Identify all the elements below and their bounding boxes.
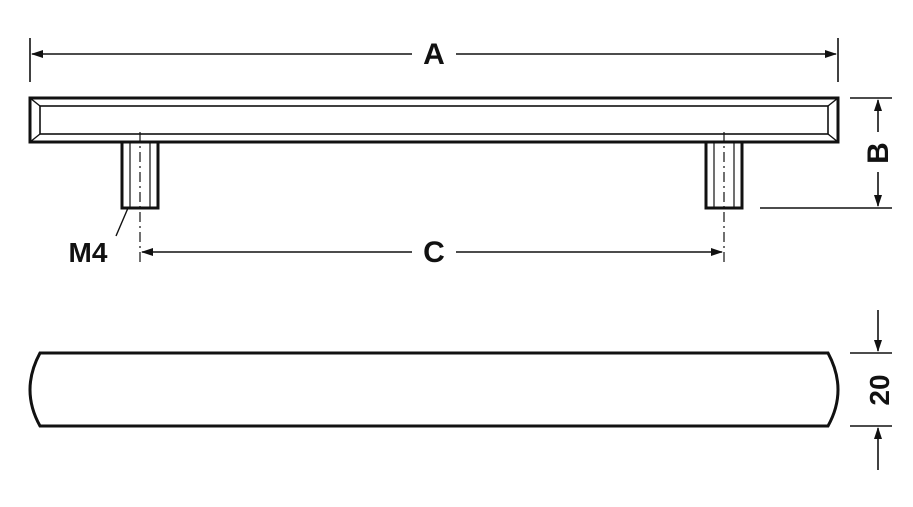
bevel-line bbox=[29, 97, 41, 107]
bevel-line bbox=[827, 97, 839, 107]
dimension-b: B bbox=[760, 97, 895, 209]
left-leg bbox=[120, 132, 160, 262]
thread-callout: M4 bbox=[69, 207, 129, 268]
bar-inner bbox=[39, 105, 829, 135]
dimension-a: A bbox=[29, 38, 839, 82]
bar-profile bbox=[28, 351, 840, 428]
thread-label: M4 bbox=[69, 237, 108, 268]
bevel-line bbox=[29, 133, 41, 143]
right-leg bbox=[704, 132, 744, 262]
dimension-c: C bbox=[141, 236, 723, 269]
handle-top-view bbox=[28, 351, 840, 428]
dimension-height-label: 20 bbox=[864, 374, 895, 405]
dimension-b-label: B bbox=[862, 142, 895, 164]
dimension-c-label: C bbox=[423, 236, 445, 269]
bar-outer bbox=[28, 96, 840, 144]
handle-side-view bbox=[28, 96, 840, 262]
bevel-line bbox=[827, 133, 839, 143]
dimension-a-label: A bbox=[423, 38, 445, 71]
dimension-height: 20 bbox=[850, 310, 895, 470]
